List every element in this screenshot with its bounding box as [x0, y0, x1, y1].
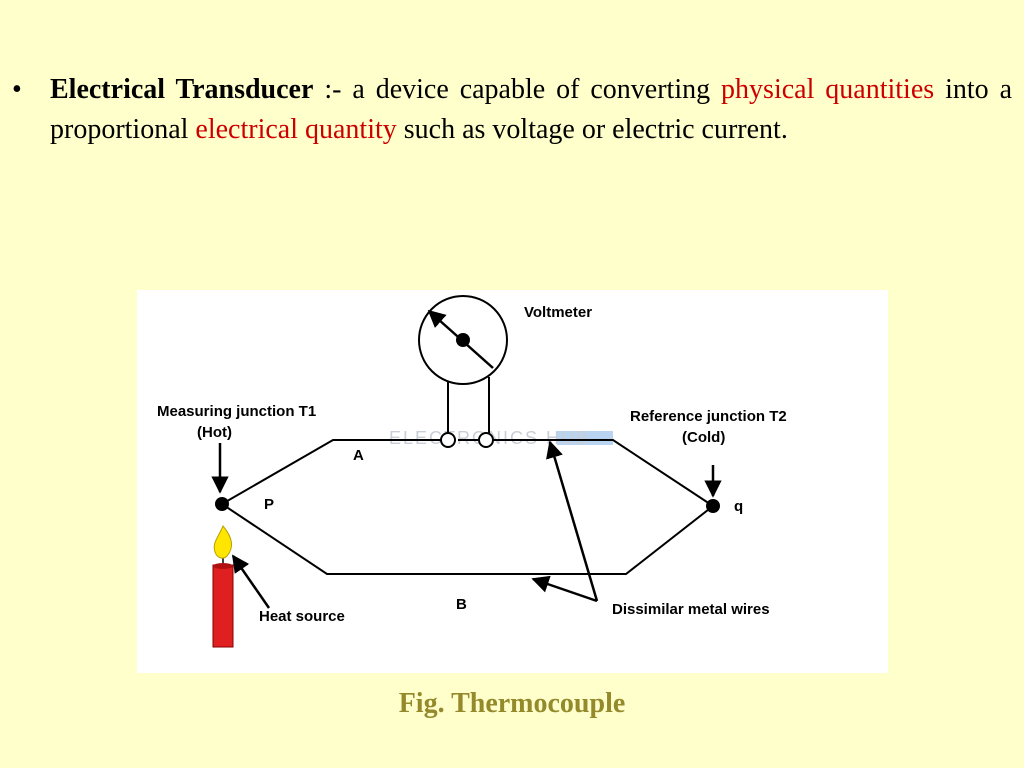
definition-text: Electrical Transducer :- a device capabl… — [50, 70, 1012, 150]
thermocouple-figure: ELECTRONICS HUB Voltmeter Measuring junc… — [137, 290, 888, 673]
voltmeter-label: Voltmeter — [524, 304, 592, 321]
definition-part-3: such as voltage or electric current. — [396, 114, 788, 145]
point-q-label: q — [734, 498, 743, 515]
dissimilar-wires-label: Dissimilar metal wires — [612, 601, 770, 618]
voltmeter-terminal-left — [440, 432, 456, 448]
junction-p-dot — [215, 497, 229, 511]
watermark-badge — [557, 431, 613, 445]
thermocouple-diagram: ELECTRONICS HUB Voltmeter Measuring junc… — [157, 295, 787, 648]
wire-loop — [221, 439, 715, 575]
figure-caption: Fig. Thermocouple — [398, 688, 626, 719]
definition-part-1: :- a device capable of converting — [313, 74, 722, 105]
watermark: ELECTRONICS HUB — [389, 428, 613, 448]
point-p-label: P — [264, 496, 274, 513]
voltmeter-icon — [418, 295, 508, 448]
highlight-electrical-quantity: electrical quantity — [195, 114, 397, 145]
heat-source-arrow — [231, 554, 271, 609]
candle-icon — [212, 556, 234, 648]
highlight-physical-quantities: physical quantities — [721, 74, 935, 105]
reference-junction-label: Reference junction T2 — [630, 408, 787, 425]
definition-part-2: into a proportional — [50, 74, 1012, 145]
wire-a-pointer-arrow — [546, 440, 599, 602]
voltmeter-terminal-right — [478, 432, 494, 448]
flame-icon — [213, 525, 232, 559]
heat-source-label: Heat source — [259, 608, 345, 625]
junction-q-dot — [706, 499, 720, 513]
wire-b-pointer-arrow — [531, 575, 598, 603]
cold-label: (Cold) — [682, 429, 725, 446]
bullet-point: • Electrical Transducer :- a device capa… — [12, 70, 1012, 150]
wire-a-left — [221, 439, 443, 505]
wire-b-label: B — [456, 596, 467, 613]
bullet-dot: • — [12, 74, 22, 105]
hot-label: (Hot) — [197, 424, 232, 441]
wire-a-label: A — [353, 447, 364, 464]
measuring-junction-label: Measuring junction T1 — [157, 403, 316, 420]
term-electrical-transducer: Electrical Transducer — [50, 74, 314, 105]
